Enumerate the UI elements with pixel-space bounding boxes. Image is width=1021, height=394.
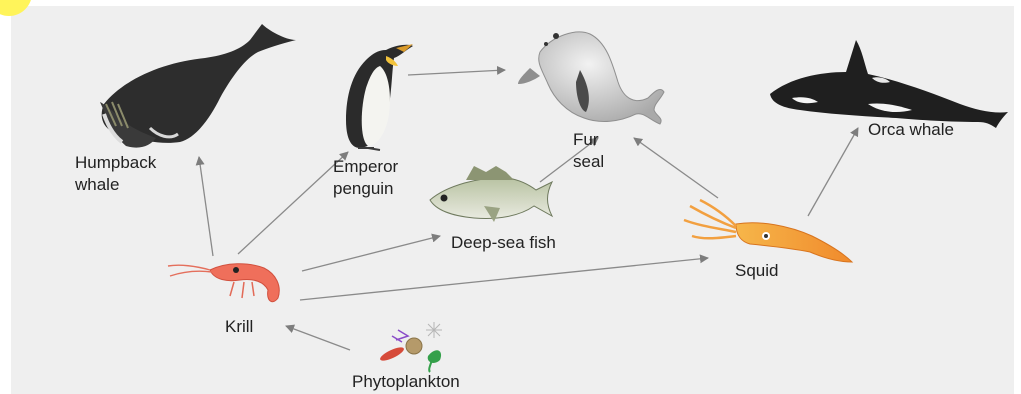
label-orca-whale: Orca whale: [868, 119, 954, 141]
arrow-krill-to-humpback-whale: [199, 157, 213, 256]
orca-whale-illustration: [770, 40, 1008, 128]
label-krill: Krill: [225, 316, 253, 338]
emperor-penguin-illustration: [346, 44, 413, 150]
arrow-squid-to-fur-seal: [634, 138, 718, 198]
deep-sea-fish-illustration: [430, 166, 552, 222]
label-squid: Squid: [735, 260, 778, 282]
humpback-whale-illustration: [100, 24, 296, 148]
arrow-phytoplankton-to-krill: [286, 326, 350, 350]
arrow-krill-to-deep-sea-fish: [302, 236, 440, 271]
label-emperor-penguin: Emperor penguin: [333, 156, 398, 200]
fur-seal-illustration: [518, 32, 664, 124]
label-phytoplankton: Phytoplankton: [352, 371, 460, 393]
arrow-squid-to-orca-whale: [808, 128, 858, 216]
arrow-krill-to-emperor-penguin: [238, 152, 348, 254]
arrow-krill-to-squid: [300, 258, 708, 300]
label-deep-sea-fish: Deep-sea fish: [451, 232, 556, 254]
phytoplankton-illustration: [379, 322, 442, 372]
arrow-emperor-penguin-to-fur-seal: [408, 70, 505, 75]
squid-illustration: [684, 200, 852, 262]
label-fur-seal: Fur seal: [573, 129, 604, 173]
krill-illustration: [168, 264, 279, 302]
label-humpback-whale: Humpback whale: [75, 152, 156, 196]
